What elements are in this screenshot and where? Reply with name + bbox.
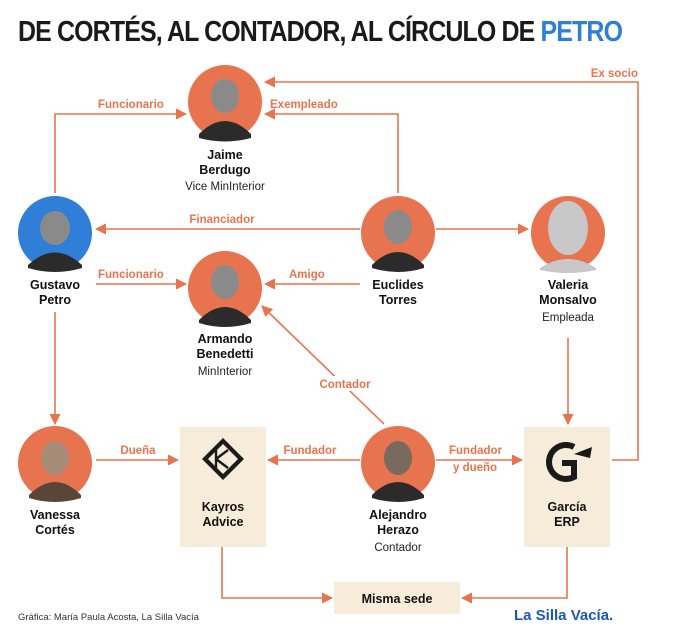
node-kayros-advice: Kayros Advice	[180, 427, 266, 547]
node-alejandro-herazo: Alejandro Herazo Contador	[361, 426, 435, 554]
svg-text:Misma sede: Misma sede	[362, 592, 433, 606]
svg-text:Jaime: Jaime	[207, 148, 242, 162]
title-main: DE CORTÉS, AL CONTADOR, AL CÍRCULO DE	[18, 16, 541, 48]
kayros-logo-icon	[202, 438, 244, 480]
node-vanessa-cortes: Vanessa Cortés	[18, 426, 92, 537]
title-accent: PETRO	[540, 16, 623, 48]
edge-label-ex-socio: Ex socio	[591, 68, 638, 80]
svg-text:Berdugo: Berdugo	[199, 163, 251, 177]
person-portrait-icon	[372, 210, 424, 272]
node-euclides-torres: Euclides Torres	[361, 196, 435, 307]
svg-text:MinInterior: MinInterior	[198, 366, 252, 378]
node-gustavo-petro: Gustavo Petro	[18, 196, 92, 307]
edge-alejandro-armando	[261, 305, 385, 425]
edge-label-fundador-dueno-1: Fundador	[449, 445, 503, 457]
svg-text:Gustavo: Gustavo	[30, 278, 80, 292]
edge-garcia-sede	[460, 547, 568, 604]
svg-text:Benedetti: Benedetti	[197, 347, 254, 361]
edge-label-contador: Contador	[319, 379, 371, 391]
person-portrait-icon	[199, 265, 251, 327]
edge-label-funcionario-2: Funcionario	[98, 269, 164, 281]
svg-text:Vice MinInterior: Vice MinInterior	[185, 181, 265, 193]
svg-text:Contador: Contador	[374, 542, 421, 554]
svg-text:Vanessa: Vanessa	[30, 508, 81, 522]
person-portrait-icon	[29, 441, 81, 502]
person-portrait-icon	[372, 441, 424, 502]
node-valeria-monsalvo: Valeria Monsalvo Empleada	[531, 196, 605, 324]
node-jaime-berdugo: Jaime Berdugo Vice MinInterior	[185, 65, 265, 193]
svg-text:Torres: Torres	[379, 293, 417, 307]
edge-label-amigo: Amigo	[289, 269, 325, 281]
edge-label-exempleado: Exempleado	[270, 99, 338, 111]
edge-label-duena: Dueña	[120, 445, 156, 457]
edge-label-fundador-dueno-2: y dueño	[453, 462, 497, 474]
edge-kayros-sede	[221, 547, 334, 604]
garcia-logo-icon	[546, 442, 592, 482]
svg-text:Kayros: Kayros	[202, 500, 244, 514]
svg-text:Alejandro: Alejandro	[369, 508, 427, 522]
edge-label-financiador: Financiador	[189, 214, 255, 226]
svg-text:Euclides: Euclides	[372, 278, 423, 292]
edge-euclides-jaime	[263, 108, 399, 193]
page-title: DE CORTÉS, AL CONTADOR, AL CÍRCULO DE PE…	[18, 14, 623, 50]
person-placeholder-icon	[540, 201, 596, 273]
svg-text:Armando: Armando	[198, 332, 253, 346]
footer-brand: La Silla Vacía.	[514, 607, 613, 624]
svg-text:Advice: Advice	[203, 515, 244, 529]
edge-label-funcionario-1: Funcionario	[98, 99, 164, 111]
svg-text:Petro: Petro	[39, 293, 71, 307]
svg-text:Empleada: Empleada	[542, 312, 594, 324]
node-misma-sede: Misma sede	[334, 582, 460, 614]
svg-text:Valeria: Valeria	[548, 278, 589, 292]
svg-text:Herazo: Herazo	[377, 523, 419, 537]
svg-text:García: García	[548, 500, 588, 514]
svg-text:Cortés: Cortés	[35, 523, 75, 537]
node-garcia-erp: García ERP	[524, 427, 610, 547]
edge-garcia-jaime	[263, 76, 639, 461]
node-armando-benedetti: Armando Benedetti MinInterior	[188, 251, 262, 378]
edge-label-fundador: Fundador	[283, 445, 337, 457]
person-portrait-icon	[199, 79, 251, 142]
person-portrait-icon	[28, 211, 82, 272]
svg-text:ERP: ERP	[554, 515, 580, 529]
footer-credit: Gráfica: María Paula Acosta, La Silla Va…	[18, 612, 200, 623]
svg-text:Monsalvo: Monsalvo	[539, 293, 597, 307]
edge-gustavo-jaime	[54, 108, 188, 193]
